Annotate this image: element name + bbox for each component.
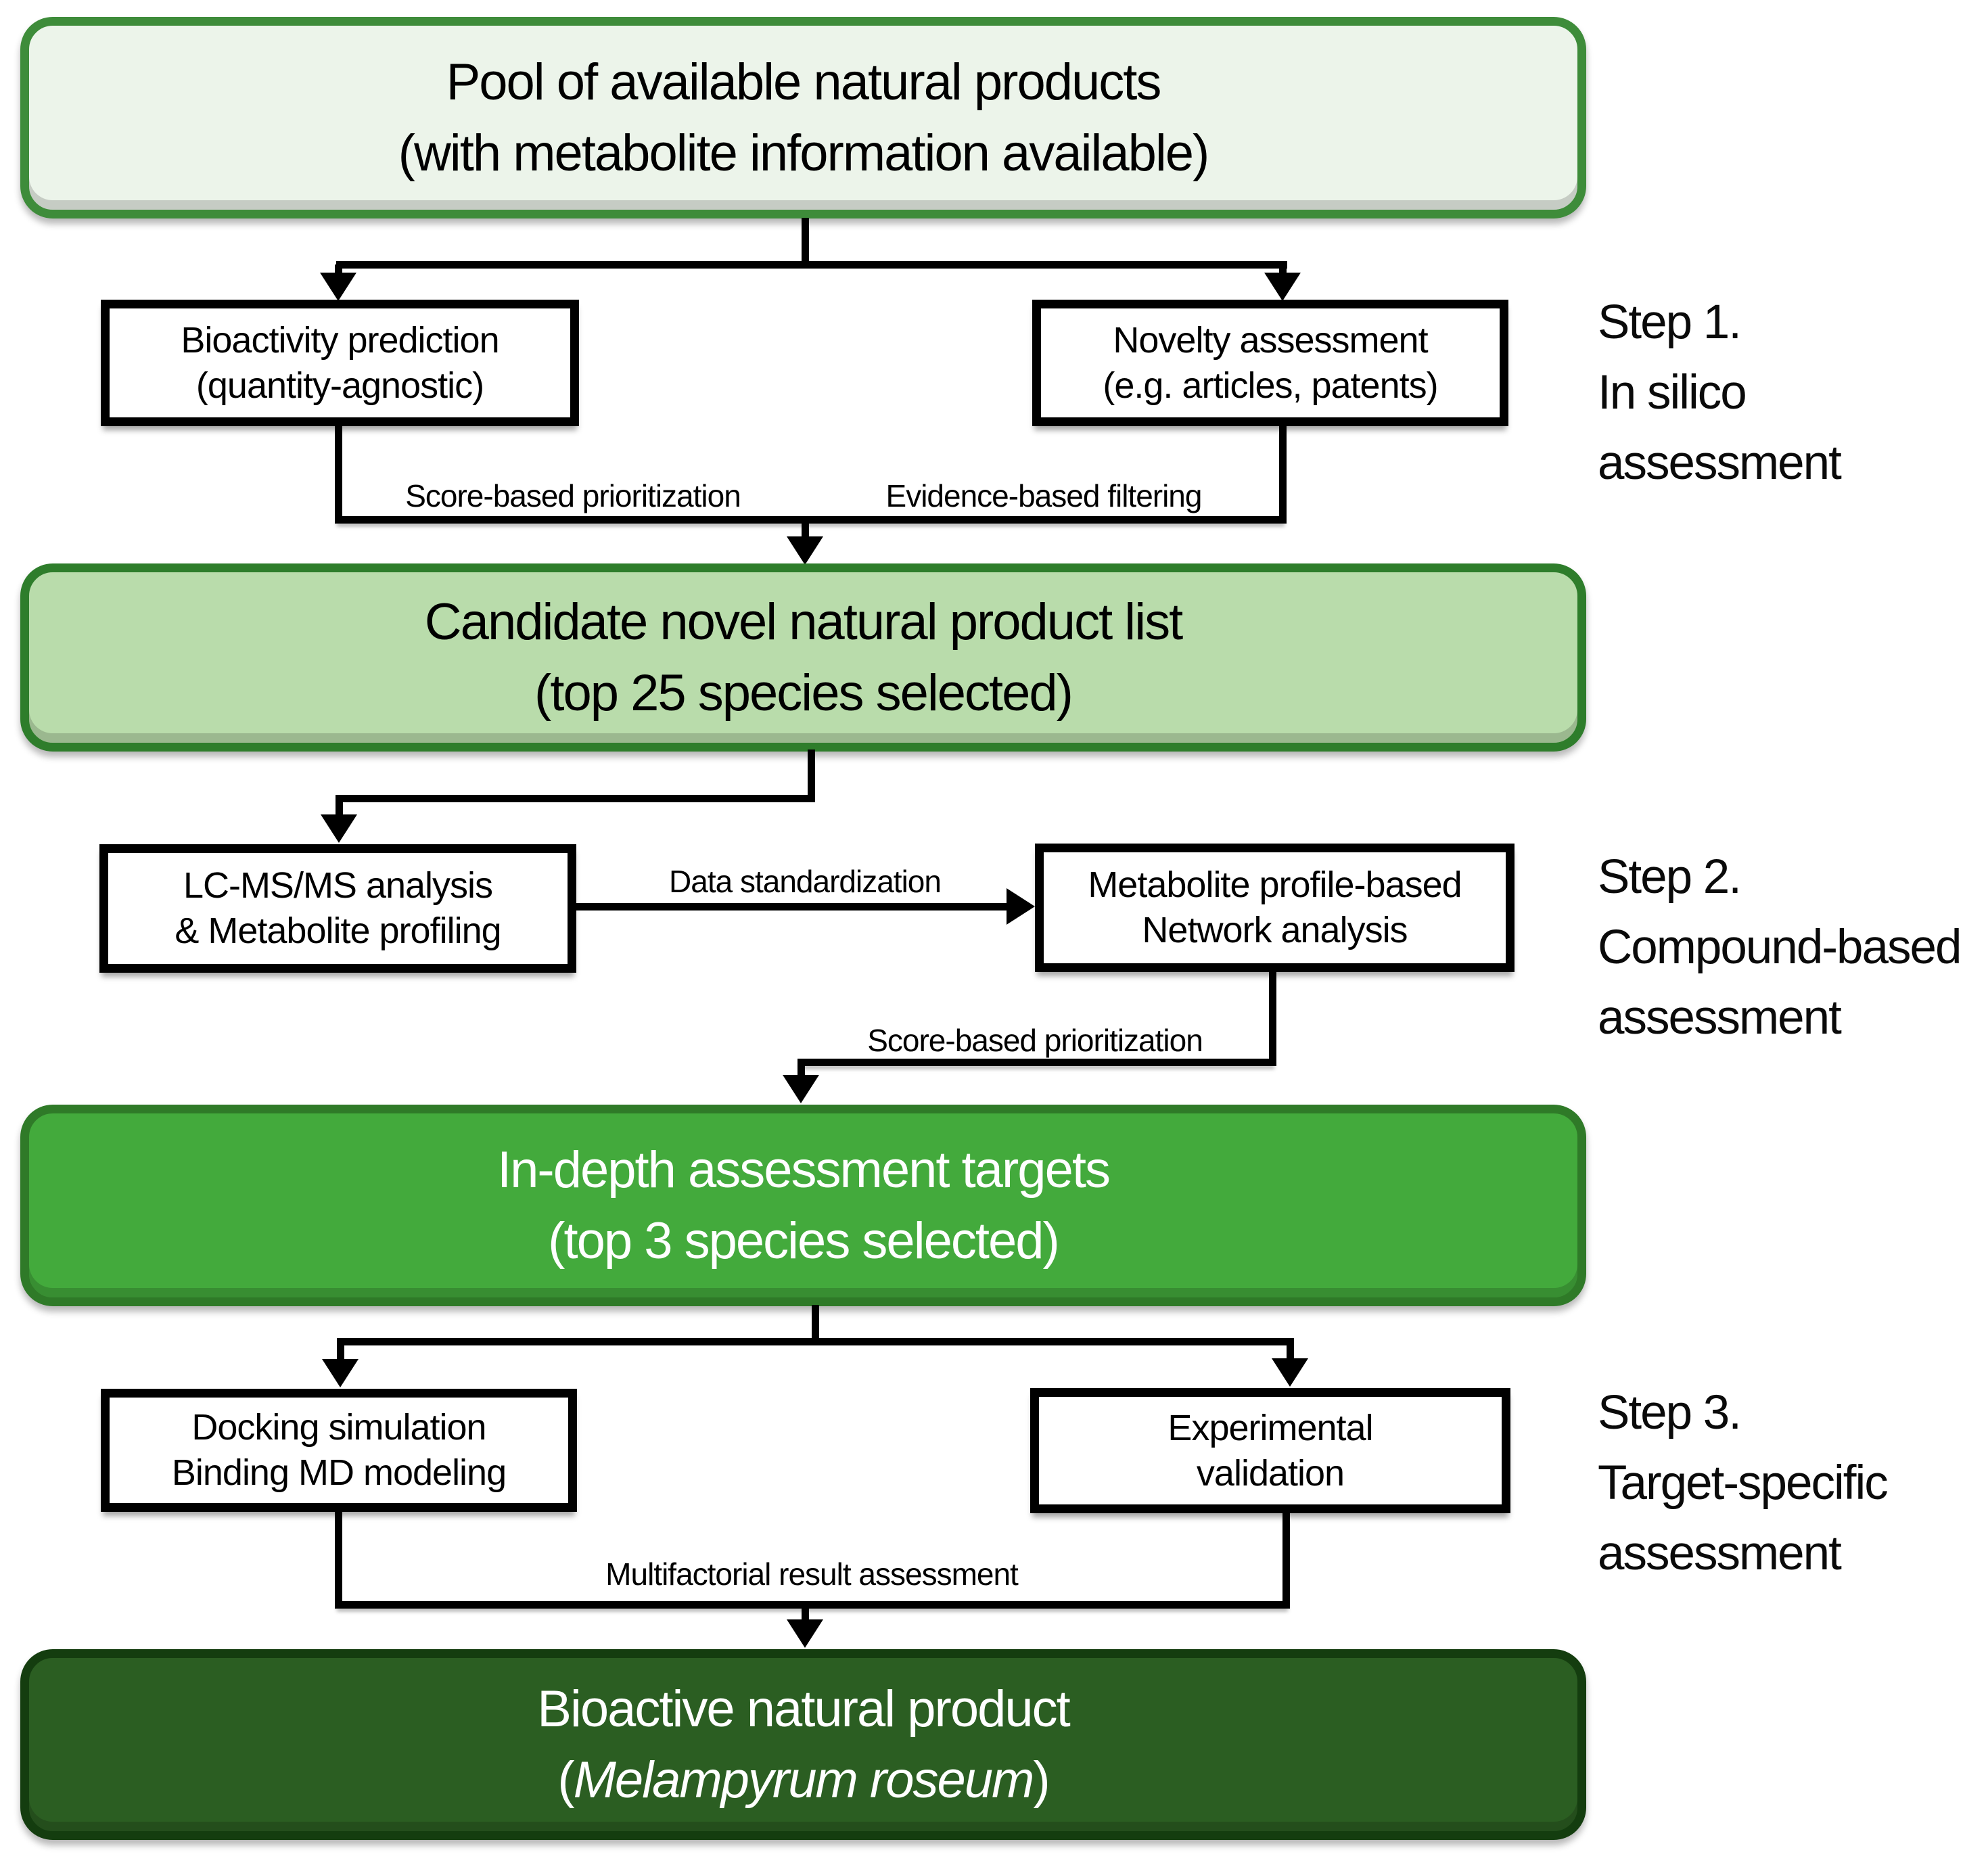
lcms-line1: LC-MS/MS analysis bbox=[183, 865, 493, 906]
arrowhead-indepth bbox=[783, 1075, 819, 1103]
connector-to-docking bbox=[337, 1341, 344, 1361]
connector-network-down bbox=[1269, 971, 1276, 1065]
docking-simulation-box: Docking simulation Binding MD modeling bbox=[101, 1389, 577, 1512]
network-line1: Metabolite profile-based bbox=[1088, 865, 1462, 905]
connector-bioactivity-down bbox=[335, 425, 342, 523]
connector-to-candidate bbox=[802, 520, 809, 538]
connector-elbow-indepth bbox=[797, 1059, 1276, 1066]
step1-line2: In silico bbox=[1598, 366, 1747, 419]
bioactive-line1: Bioactive natural product bbox=[537, 1680, 1070, 1738]
edge-label-evidence-based: Evidence-based filtering bbox=[885, 478, 1203, 513]
lcms-line2: & Metabolite profiling bbox=[175, 911, 501, 951]
connector-split-step1 bbox=[336, 261, 1287, 269]
indepth-line1: In-depth assessment targets bbox=[497, 1141, 1111, 1199]
step3-line3: assessment bbox=[1598, 1527, 1842, 1580]
connector-pool-down bbox=[802, 218, 809, 268]
step2-line3: assessment bbox=[1598, 991, 1842, 1044]
edge-label-multifactorial: Multifactorial result assessment bbox=[605, 1557, 1019, 1592]
connector-split-step3 bbox=[337, 1338, 1294, 1345]
bioactive-product-box: Bioactive natural product (Melampyrum ro… bbox=[20, 1649, 1586, 1840]
arrowhead-bioactivity bbox=[320, 273, 356, 301]
connector-elbow-lcms bbox=[336, 795, 815, 802]
pool-box-line2: (with metabolite information available) bbox=[398, 124, 1210, 182]
arrowhead-bioactive bbox=[787, 1619, 823, 1648]
step2-line2: Compound-based bbox=[1598, 921, 1962, 974]
candidate-list-box: Candidate novel natural product list (to… bbox=[20, 563, 1586, 752]
bioactive-paren-open: ( bbox=[557, 1751, 574, 1809]
connector-novelty-down bbox=[1279, 425, 1287, 523]
pool-box-line1: Pool of available natural products bbox=[446, 53, 1162, 111]
arrowhead-docking bbox=[322, 1359, 359, 1387]
pool-box: Pool of available natural products (with… bbox=[20, 17, 1586, 218]
arrowhead-experimental bbox=[1272, 1358, 1308, 1387]
arrowhead-network bbox=[1007, 888, 1035, 925]
connector-experimental-down bbox=[1282, 1512, 1290, 1608]
lcms-analysis-box: LC-MS/MS analysis & Metabolite profiling bbox=[99, 844, 576, 973]
bioactivity-prediction-box: Bioactivity prediction (quantity-agnosti… bbox=[101, 300, 579, 426]
docking-line2: Binding MD modeling bbox=[171, 1452, 507, 1493]
bioactive-species-name: Melampyrum roseum bbox=[573, 1751, 1035, 1809]
edge-label-data-standardization: Data standardization bbox=[669, 864, 942, 899]
arrowhead-novelty bbox=[1264, 273, 1301, 301]
arrowhead-lcms bbox=[321, 814, 357, 843]
indepth-line2: (top 3 species selected) bbox=[548, 1212, 1060, 1270]
step2-title: Step 2. bbox=[1598, 850, 1742, 904]
step2-label: Step 2. Compound-based assessment bbox=[1598, 842, 1962, 1053]
step3-line2: Target-specific bbox=[1598, 1456, 1889, 1510]
novelty-line2: (e.g. articles, patents) bbox=[1103, 365, 1438, 406]
candidate-line2: (top 25 species selected) bbox=[534, 664, 1073, 722]
step1-line3: assessment bbox=[1598, 436, 1842, 490]
network-analysis-box: Metabolite profile-based Network analysi… bbox=[1035, 844, 1515, 972]
indepth-targets-box: In-depth assessment targets (top 3 speci… bbox=[20, 1105, 1586, 1306]
step3-label: Step 3. Target-specific assessment bbox=[1598, 1378, 1889, 1589]
connector-to-bioactive bbox=[802, 1605, 809, 1623]
bioactivity-line2: (quantity-agnostic) bbox=[195, 365, 484, 406]
edge-label-score-based-2: Score-based prioritization bbox=[867, 1023, 1203, 1058]
connector-merge-step3 bbox=[335, 1601, 1290, 1609]
experimental-line1: Experimental bbox=[1168, 1407, 1373, 1448]
bioactive-paren-close: ) bbox=[1033, 1751, 1050, 1809]
connector-indepth-down bbox=[812, 1305, 819, 1345]
connector-to-experimental bbox=[1287, 1341, 1294, 1360]
bioactive-line2: (Melampyrum roseum) bbox=[557, 1745, 1050, 1816]
connector-to-lcms bbox=[336, 798, 343, 817]
connector-to-novelty bbox=[1279, 264, 1287, 278]
experimental-line2: validation bbox=[1196, 1452, 1345, 1494]
candidate-line1: Candidate novel natural product list bbox=[424, 593, 1183, 651]
network-line2: Network analysis bbox=[1142, 910, 1408, 950]
connector-to-indepth bbox=[797, 1062, 805, 1078]
experimental-validation-box: Experimental validation bbox=[1030, 1388, 1510, 1513]
connector-docking-down bbox=[335, 1511, 342, 1608]
docking-line1: Docking simulation bbox=[191, 1407, 486, 1448]
connector-candidate-down bbox=[808, 750, 815, 802]
step3-title: Step 3. bbox=[1598, 1386, 1742, 1439]
connector-data-standardization bbox=[576, 903, 1009, 911]
edge-label-score-based-1: Score-based prioritization bbox=[405, 478, 741, 513]
arrowhead-candidate bbox=[787, 536, 823, 565]
connector-to-bioactivity bbox=[335, 264, 342, 278]
bioactivity-line1: Bioactivity prediction bbox=[181, 319, 499, 361]
step1-label: Step 1. In silico assessment bbox=[1598, 287, 1842, 499]
novelty-assessment-box: Novelty assessment (e.g. articles, paten… bbox=[1032, 300, 1508, 426]
step1-title: Step 1. bbox=[1598, 296, 1742, 349]
connector-merge-step1 bbox=[335, 516, 1287, 524]
novelty-line1: Novelty assessment bbox=[1113, 319, 1428, 361]
